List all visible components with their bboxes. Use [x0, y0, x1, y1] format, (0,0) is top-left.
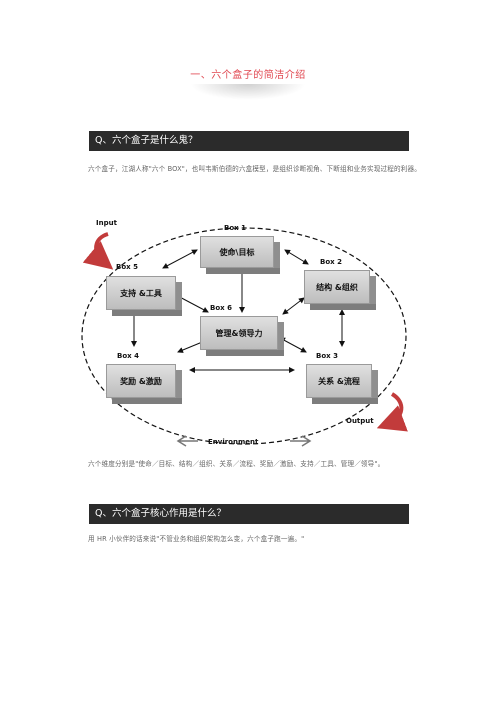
question-bar-2: Q、六个盒子核心作用是什么？ [89, 504, 409, 524]
diagram-lines [81, 227, 408, 447]
box3-label: Box 3 [316, 352, 338, 360]
box3-relationships: 关系 &流程 [306, 364, 378, 404]
box5-text: 支持 &工具 [106, 276, 176, 310]
box4-text: 奖励 &激励 [106, 364, 176, 398]
output-arrow [376, 392, 408, 432]
box1-label: Box 1 [224, 224, 246, 232]
paragraph-intro: 六个盒子，江湖人称"六个 BOX"，也叫韦斯伯德的六盒模型，是组织诊断视角、下断… [88, 165, 421, 173]
arrow-box2-box6 [282, 297, 305, 315]
arrow-box6-box3 [279, 337, 307, 353]
box6-label: Box 6 [210, 304, 232, 312]
question-bar-1: Q、六个盒子是什么鬼？ [89, 131, 409, 151]
environment-right-arrow [290, 435, 312, 447]
environment-label: Environment [208, 438, 259, 446]
box3-text: 关系 &流程 [306, 364, 372, 398]
box4-label: Box 4 [117, 352, 139, 360]
environment-ellipse [81, 227, 407, 445]
input-arrow [82, 232, 114, 270]
box4-rewards: 奖励 &激励 [106, 364, 182, 404]
environment-left-arrow [176, 435, 198, 447]
paragraph-dimensions: 六个维度分别是"使命／目标、结构／组织、关系／流程、奖励／激励、支持／工具、管理… [88, 460, 385, 468]
box2-label: Box 2 [320, 258, 342, 266]
box6-text: 管理&领导力 [200, 316, 278, 350]
output-label: Output [346, 417, 374, 425]
paragraph-core-role: 用 HR 小伙伴的话来说"不管业务和组织架构怎么变，六个盒子跑一遍。" [88, 535, 305, 543]
box5-label: Box 5 [116, 263, 138, 271]
box1-mission: 使命\目标 [200, 236, 280, 274]
box2-structure: 结构 &组织 [304, 270, 376, 310]
title-shadow-decoration [190, 84, 306, 100]
section-title: 一、六个盒子的简洁介绍 [190, 70, 306, 81]
box6-leadership: 管理&领导力 [200, 316, 284, 356]
box1-text: 使命\目标 [200, 236, 274, 268]
six-box-diagram: Input Output Environment Box 1 使命\目标 Box… [70, 212, 418, 452]
arrow-box1-box2 [284, 249, 309, 265]
box5-tools: 支持 &工具 [106, 276, 182, 316]
box2-text: 结构 &组织 [304, 270, 370, 304]
arrow-box1-box5 [162, 249, 198, 269]
input-label: Input [96, 219, 117, 227]
